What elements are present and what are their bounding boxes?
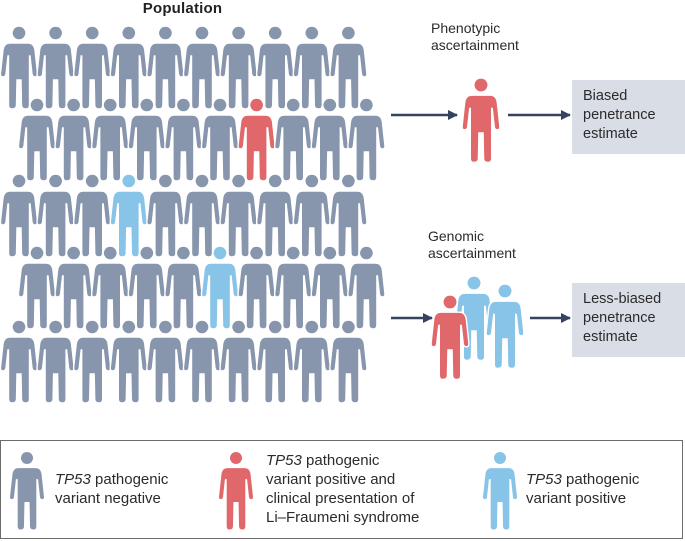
legend-text: pathogenic [561,471,640,488]
person-icon-negative [90,97,130,182]
person-icon-negative [36,173,75,258]
person-icon-negative [292,173,332,258]
person-icon-negative [72,319,112,404]
person-icon-negative [219,25,258,110]
legend-box [0,440,683,539]
person-icon-negative [347,97,386,182]
person-icon-negative [329,319,368,404]
person-icon-negative [329,25,368,110]
person-icon-negative [146,25,185,110]
genomic-ascertainment-label: Genomic ascertainment [428,228,516,262]
label-line: Phenotypic [431,20,501,36]
person-icon-negative [36,25,75,110]
label-line: Genomic [428,228,485,244]
legend-text: Li–Fraumeni syndrome [266,509,420,526]
person-icon-negative [146,173,185,258]
person-icon-negative [310,97,350,182]
gene-name: TP53 [266,452,302,469]
legend-item-negative: TP53 pathogenic variant negative [55,470,168,508]
person-icon-negative [182,25,222,110]
box-line: estimate [583,126,638,142]
person-icon-lfs [237,97,276,182]
person-icon-negative [127,97,167,182]
person-icon-negative [219,173,258,258]
person-icon-negative [17,245,57,330]
person-icon-negative [182,173,222,258]
person-icon-negative [329,173,368,258]
person-icon-negative [219,319,258,404]
phenotypic-ascertainment-label: Phenotypic ascertainment [431,20,519,54]
person-icon-negative [0,173,39,258]
less-biased-estimate-box: Less-biased penetrance estimate [572,283,685,357]
person-icon-negative [90,245,130,330]
person-icon-negative [182,319,222,404]
person-icon-negative [72,25,112,110]
person-icon-negative [255,319,295,404]
person-icon-negative [273,97,313,182]
person-icon-negative [292,319,332,404]
legend-text: variant negative [55,490,161,507]
person-icon-negative [109,25,149,110]
box-line: Less-biased [583,291,662,307]
legend-item-positive: TP53 pathogenic variant positive [526,470,639,508]
box-line: estimate [583,329,638,345]
gene-name: TP53 [55,471,91,488]
person-icon-negative [36,319,75,404]
person-icon-negative [17,97,57,182]
box-line: penetrance [583,310,656,326]
person-icon-positive [485,283,525,370]
person-icon-negative [54,97,93,182]
box-line: Biased [583,88,628,104]
label-line: ascertainment [431,37,519,53]
person-icon-negative [310,245,350,330]
person-icon-negative [72,173,112,258]
person-icon-negative [273,245,313,330]
ascertainment-pathways [391,77,572,381]
person-icon-negative [0,319,39,404]
legend-item-lfs: TP53 pathogenic variant positive and cli… [266,451,419,527]
person-icon-negative [54,245,93,330]
legend-text: clinical presentation of [266,490,415,507]
person-icon-lfs [461,77,501,164]
person-icon-negative [109,319,149,404]
box-line: penetrance [583,107,656,123]
person-icon-negative [255,173,295,258]
person-icon-negative [292,25,332,110]
biased-estimate-box: Biased penetrance estimate [572,80,685,154]
legend-text: pathogenic [301,452,380,469]
person-icon-positive [200,245,240,330]
person-icon-negative [237,245,276,330]
person-icon-negative [255,25,295,110]
legend-text: pathogenic [90,471,169,488]
person-icon-negative [0,25,39,110]
person-icon-negative [146,319,185,404]
person-icon-negative [347,245,386,330]
person-icon-negative [164,97,203,182]
population-grid [0,25,386,404]
person-icon-negative [164,245,203,330]
person-icon-negative [127,245,167,330]
label-line: ascertainment [428,245,516,261]
population-title: Population [142,0,223,17]
person-icon-negative [200,97,240,182]
person-icon-positive [109,173,149,258]
legend-text: variant positive [526,490,627,507]
gene-name: TP53 [526,471,562,488]
legend-text: variant positive and [266,471,396,488]
